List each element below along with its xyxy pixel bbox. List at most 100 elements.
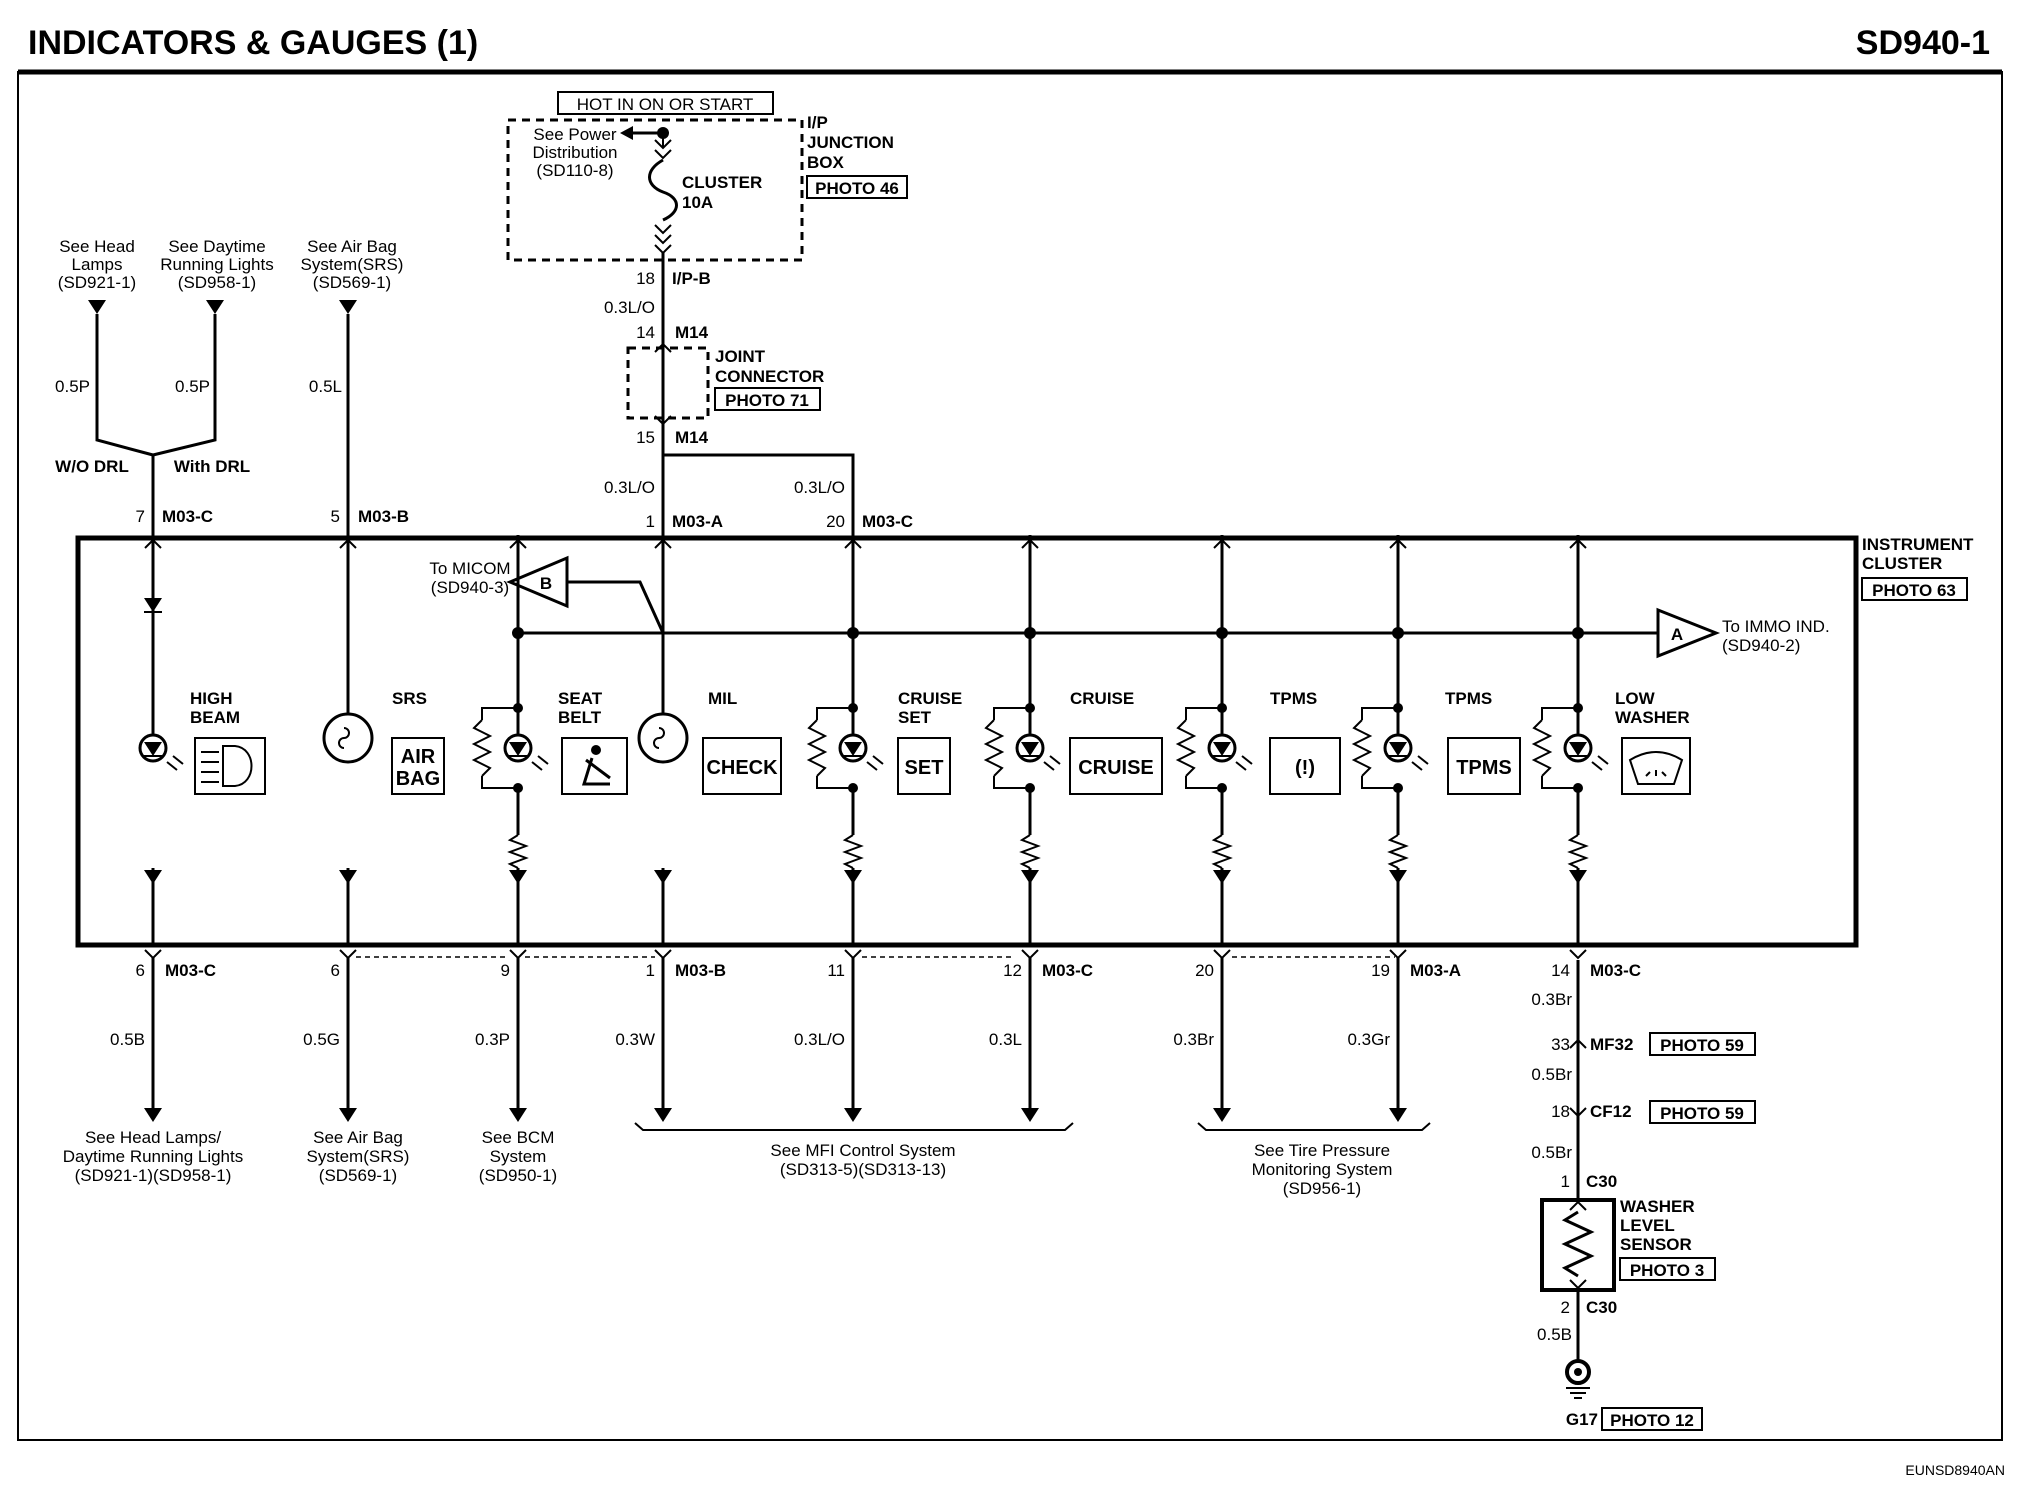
bottom-arrow: [654, 1108, 672, 1122]
ground-arrow: [509, 870, 527, 884]
entry-chevron: [1213, 538, 1231, 549]
indicator-symbol-box: [702, 737, 782, 795]
sensor-photo-box: [1619, 1257, 1716, 1281]
bus-junction: [512, 627, 524, 639]
icon-text: TPMS: [1456, 757, 1512, 779]
ref-drl-1: See Daytime: [168, 237, 265, 256]
indicator-name-1: CRUISE: [898, 689, 962, 708]
shunt-top: [1541, 707, 1578, 720]
bus-junction: [847, 627, 859, 639]
series-resistor: [1019, 834, 1041, 869]
wire-label-drl: 0.5P: [175, 377, 210, 396]
high-beam-icon: [222, 745, 253, 787]
power-source: HOT IN ON OR START See Power Distributio…: [506, 91, 908, 535]
hot-label-box: [557, 91, 774, 115]
power-ref-arrow: [620, 126, 633, 140]
bottom-wire-label: 0.3L: [989, 1030, 1022, 1049]
pin-15: 15: [636, 428, 655, 447]
indicator-name-1: CRUISE: [1070, 689, 1134, 708]
led-diode-icon: [1021, 742, 1039, 756]
shunt-resistor: [983, 719, 1005, 777]
bottom-arrow: [1021, 1108, 1039, 1122]
joint-photo: PHOTO 71: [725, 391, 809, 410]
ground-arrow: [1389, 870, 1407, 884]
joint-label-2: CONNECTOR: [715, 367, 824, 386]
bottom-references: See Head Lamps/ Daytime Running Lights (…: [63, 1122, 1431, 1198]
sensor-label-2: LEVEL: [1620, 1216, 1675, 1235]
sensor-resistor: [1561, 1210, 1595, 1278]
bottom-wire-label: 0.5B: [110, 1030, 145, 1049]
shunt-top: [1361, 707, 1398, 720]
bref-ab-1: See Air Bag: [313, 1128, 403, 1147]
led-diode-icon: [144, 742, 162, 756]
shunt-resistor: [471, 719, 493, 777]
fuse-top-chevrons: [654, 133, 672, 160]
bottom-arrow: [1389, 1108, 1407, 1122]
led-diode-icon: [1569, 742, 1587, 756]
led-rays-icon: [866, 755, 884, 771]
bref-bcm-2: System: [490, 1147, 547, 1166]
hot-label: HOT IN ON OR START: [577, 95, 754, 114]
joint-chevron-bottom: [654, 415, 672, 426]
top-wire-3: 0.3L/O: [604, 478, 655, 497]
bottom-pin-num: 20: [1195, 961, 1214, 980]
shunt-top: [1185, 707, 1222, 720]
bref-bcm-3: (SD950-1): [479, 1166, 557, 1185]
lamp-filament: [338, 727, 350, 749]
led-rays-icon: [1591, 755, 1609, 771]
conn-c30b: C30: [1586, 1298, 1617, 1317]
indicator-name-1: LOW: [1615, 689, 1656, 708]
top-conn-2: M03-B: [358, 507, 409, 526]
top-conn-4: M03-C: [862, 512, 913, 531]
series-resistor: [1387, 834, 1409, 869]
ground-arrow: [1021, 870, 1039, 884]
shunt-bottom: [816, 776, 853, 789]
seatbelt-head-icon: [591, 745, 601, 755]
shunt-top: [993, 707, 1030, 720]
ground-ring-center: [1574, 1368, 1582, 1376]
bottom-wire-label: 0.3Br: [1173, 1030, 1214, 1049]
indicator-symbol-box: [1069, 737, 1163, 795]
bus-junction: [1024, 627, 1036, 639]
bottom-wire-label: 0.3W: [615, 1030, 655, 1049]
micom-wire: [567, 580, 665, 634]
exit-chevron: [654, 949, 672, 960]
joint-photo-box: [714, 387, 821, 411]
sensor-chevron-top: [1569, 1200, 1587, 1211]
series-resistor: [1211, 834, 1233, 869]
indicator-7: TPMS(!): [1175, 535, 1341, 945]
bref-tpms-1: See Tire Pressure: [1254, 1141, 1390, 1160]
ref-head-arrow: [88, 300, 106, 314]
led-diode-icon: [509, 742, 527, 756]
wire-label-hl: 0.5P: [55, 377, 90, 396]
led-rays-icon: [1043, 755, 1061, 771]
fuse-label-1: CLUSTER: [682, 173, 762, 192]
immo-tag: A: [1671, 625, 1683, 644]
instrument-cluster-box: [75, 535, 1859, 948]
shunt-bottom: [1361, 776, 1398, 789]
conn-c30a: C30: [1586, 1172, 1617, 1191]
pin-2: 2: [1561, 1298, 1570, 1317]
cluster-label-2: CLUSTER: [1862, 554, 1942, 573]
indicator-name-2: WASHER: [1615, 708, 1690, 727]
washer-wire-4: 0.5B: [1537, 1325, 1572, 1344]
shunt-resistor: [1175, 719, 1197, 777]
washer-wire-3: 0.5Br: [1531, 1143, 1572, 1162]
bref-ab-2: System(SRS): [307, 1147, 410, 1166]
exit-chevron: [1021, 949, 1039, 960]
cluster-photo-box: [1861, 577, 1968, 601]
indicator-name-1: TPMS: [1270, 689, 1317, 708]
bref-ab-3: (SD569-1): [319, 1166, 397, 1185]
see-power-1: See Power: [533, 125, 616, 144]
indicator-name-1: SRS: [392, 689, 427, 708]
bottom-arrow: [509, 1108, 527, 1122]
bottom-pin-num: 6: [331, 961, 340, 980]
ground-arrow: [654, 870, 672, 884]
